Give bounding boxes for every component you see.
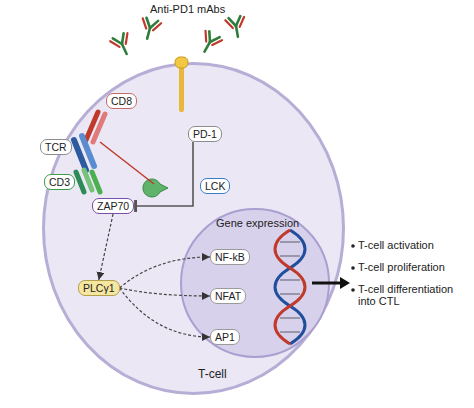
nucleus-outline xyxy=(180,208,330,358)
antibody xyxy=(225,15,247,38)
box-label: NFAT xyxy=(215,290,241,302)
outcome-item: T-cell differentiation into CTL xyxy=(358,283,472,307)
bullet xyxy=(351,266,355,270)
outcome-item: T-cell proliferation xyxy=(358,261,472,273)
t-cell-body: T-cell CD8PD-1LCK ZAP70PLCγ1 Gene expressio… xyxy=(42,62,345,395)
box-label: ZAP70 xyxy=(97,200,129,212)
t-cell-body-shape xyxy=(44,64,344,394)
receptor-label: CD8 xyxy=(106,93,137,109)
antibody xyxy=(110,32,136,58)
kinase-label: LCK xyxy=(200,178,230,194)
nucleus-shape xyxy=(181,209,329,357)
nucleus: Gene expressionNF-kB NFAT AP1 xyxy=(180,208,330,358)
drug-label: Anti-PD1 mAbs xyxy=(150,3,250,15)
output-arrowhead xyxy=(340,277,350,289)
box-label: NF-kB xyxy=(215,251,245,263)
receptor-label: CD3 xyxy=(44,174,75,190)
nucleus-label: Gene expression xyxy=(216,217,299,229)
box-label: PLCγ1 xyxy=(83,282,115,294)
box-label: TCR xyxy=(45,141,67,153)
box-label: CD3 xyxy=(49,176,70,188)
kinase-label: ZAP70 xyxy=(92,198,134,214)
receptor-label: PD-1 xyxy=(188,126,222,142)
antibody xyxy=(138,17,162,41)
receptor-label: TCR xyxy=(40,139,72,155)
antibody xyxy=(196,29,222,56)
box-label: CD8 xyxy=(111,95,132,107)
box-label: LCK xyxy=(205,180,225,192)
bullet xyxy=(351,244,355,248)
box-label: PD-1 xyxy=(193,128,217,140)
bullet xyxy=(351,288,355,292)
outcome-item: T-cell activation xyxy=(358,239,472,251)
transcription-factor: NF-kB xyxy=(210,249,250,265)
t-cell-body-label: T-cell xyxy=(198,367,227,381)
transcription-factor: NFAT xyxy=(210,288,246,304)
box-label: AP1 xyxy=(215,331,235,343)
enzyme-box: PLCγ1 xyxy=(78,280,120,296)
transcription-factor: AP1 xyxy=(210,329,240,345)
